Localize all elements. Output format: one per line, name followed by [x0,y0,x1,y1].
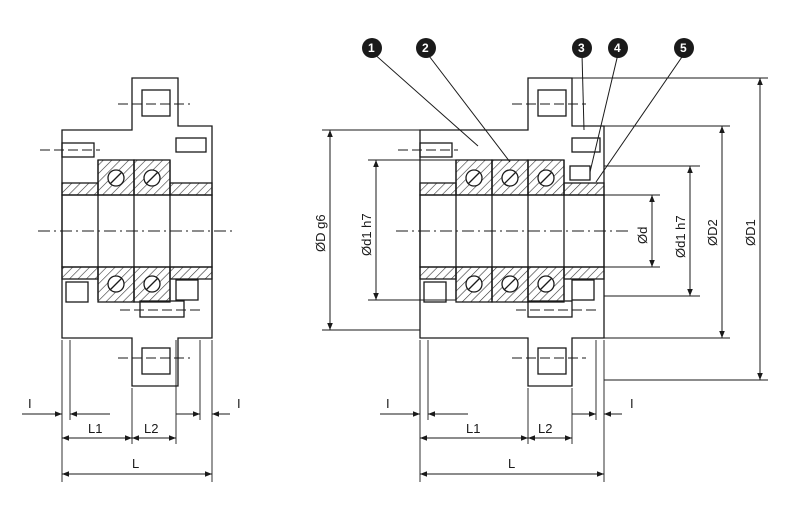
bore-d-label: Ød [635,227,650,244]
callout-leaders [371,51,685,183]
left-I-right-label: I [237,396,241,411]
outer-D-label: ØD g6 [313,214,328,252]
D2-label: ØD2 [705,219,720,246]
callout-2-number: 2 [422,41,429,55]
right-I-left-label: I [386,396,390,411]
left-view [38,77,232,482]
right-dimensions [327,78,763,477]
left-dimensions [22,411,230,477]
callout-3-number: 3 [578,41,585,55]
left-L-label: L [132,456,139,471]
left-housing-outline [61,77,213,387]
left-I-left-label: I [28,396,32,411]
right-L1-label: L1 [466,421,480,436]
right-bearing-bottom-2 [491,266,529,303]
left-L2-label: L2 [144,421,158,436]
right-L2-label: L2 [538,421,552,436]
right-I-right-label: I [630,396,634,411]
shaft-d1-left-label: Ød1 h7 [359,213,374,256]
right-L-label: L [508,456,515,471]
callout-5: 5 [674,38,694,58]
callout-5-number: 5 [680,41,687,55]
shaft-d1-right-label: Ød1 h7 [673,215,688,258]
left-L1-label: L1 [88,421,102,436]
right-housing-outline [419,77,605,387]
callout-1-number: 1 [368,41,375,55]
D1-label: ØD1 [743,219,758,246]
callout-1: 1 [362,38,382,58]
callout-3: 3 [572,38,592,58]
callout-4: 4 [608,38,628,58]
callout-4-number: 4 [614,41,621,55]
callout-2: 2 [416,38,436,58]
right-bearing-top-2 [491,159,529,196]
